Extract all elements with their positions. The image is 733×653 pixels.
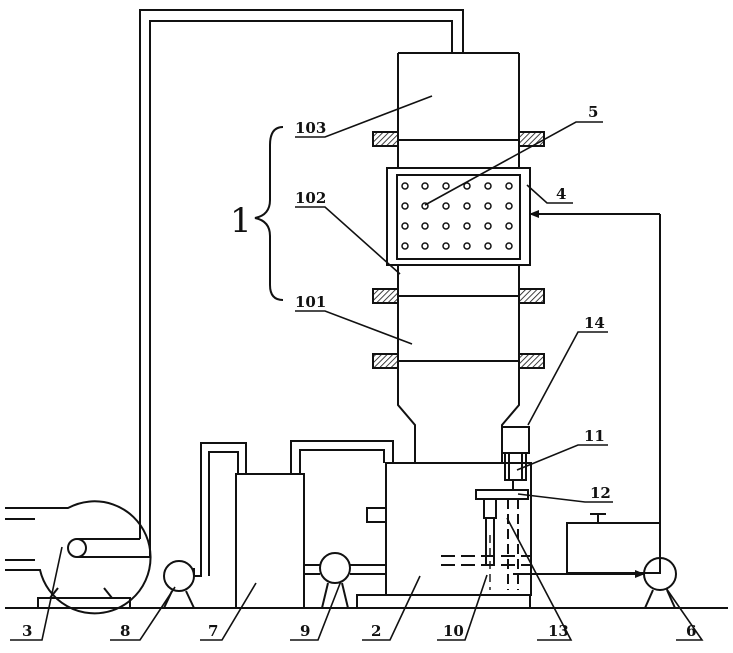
label-10: 10 <box>443 622 464 640</box>
label-7: 7 <box>208 622 218 640</box>
label-101: 101 <box>295 293 326 311</box>
label-13: 13 <box>548 622 569 640</box>
group-bracket <box>255 127 283 300</box>
label-12: 12 <box>590 484 611 502</box>
label-102: 102 <box>295 189 326 207</box>
label-9: 9 <box>300 622 310 640</box>
stirrer-assembly <box>441 427 531 590</box>
label-103: 103 <box>295 119 326 137</box>
label-11: 11 <box>584 427 605 445</box>
pump-8 <box>164 561 194 608</box>
storage-tank <box>236 474 304 608</box>
leader-lines <box>10 96 702 640</box>
label-6: 6 <box>686 622 696 640</box>
pipe-pump8-tank7 <box>194 443 246 576</box>
fan <box>5 501 151 613</box>
label-2: 2 <box>371 622 381 640</box>
recirculation-pipe <box>513 214 660 574</box>
label-3: 3 <box>22 622 32 640</box>
label-4: 4 <box>556 185 566 203</box>
label-5: 5 <box>588 103 598 121</box>
label-14: 14 <box>584 314 605 332</box>
label-8: 8 <box>120 622 130 640</box>
dosing-box <box>567 514 660 573</box>
tank <box>357 463 531 608</box>
label-1: 1 <box>230 201 252 241</box>
pump-9 <box>320 553 350 608</box>
spray-module <box>387 168 530 265</box>
